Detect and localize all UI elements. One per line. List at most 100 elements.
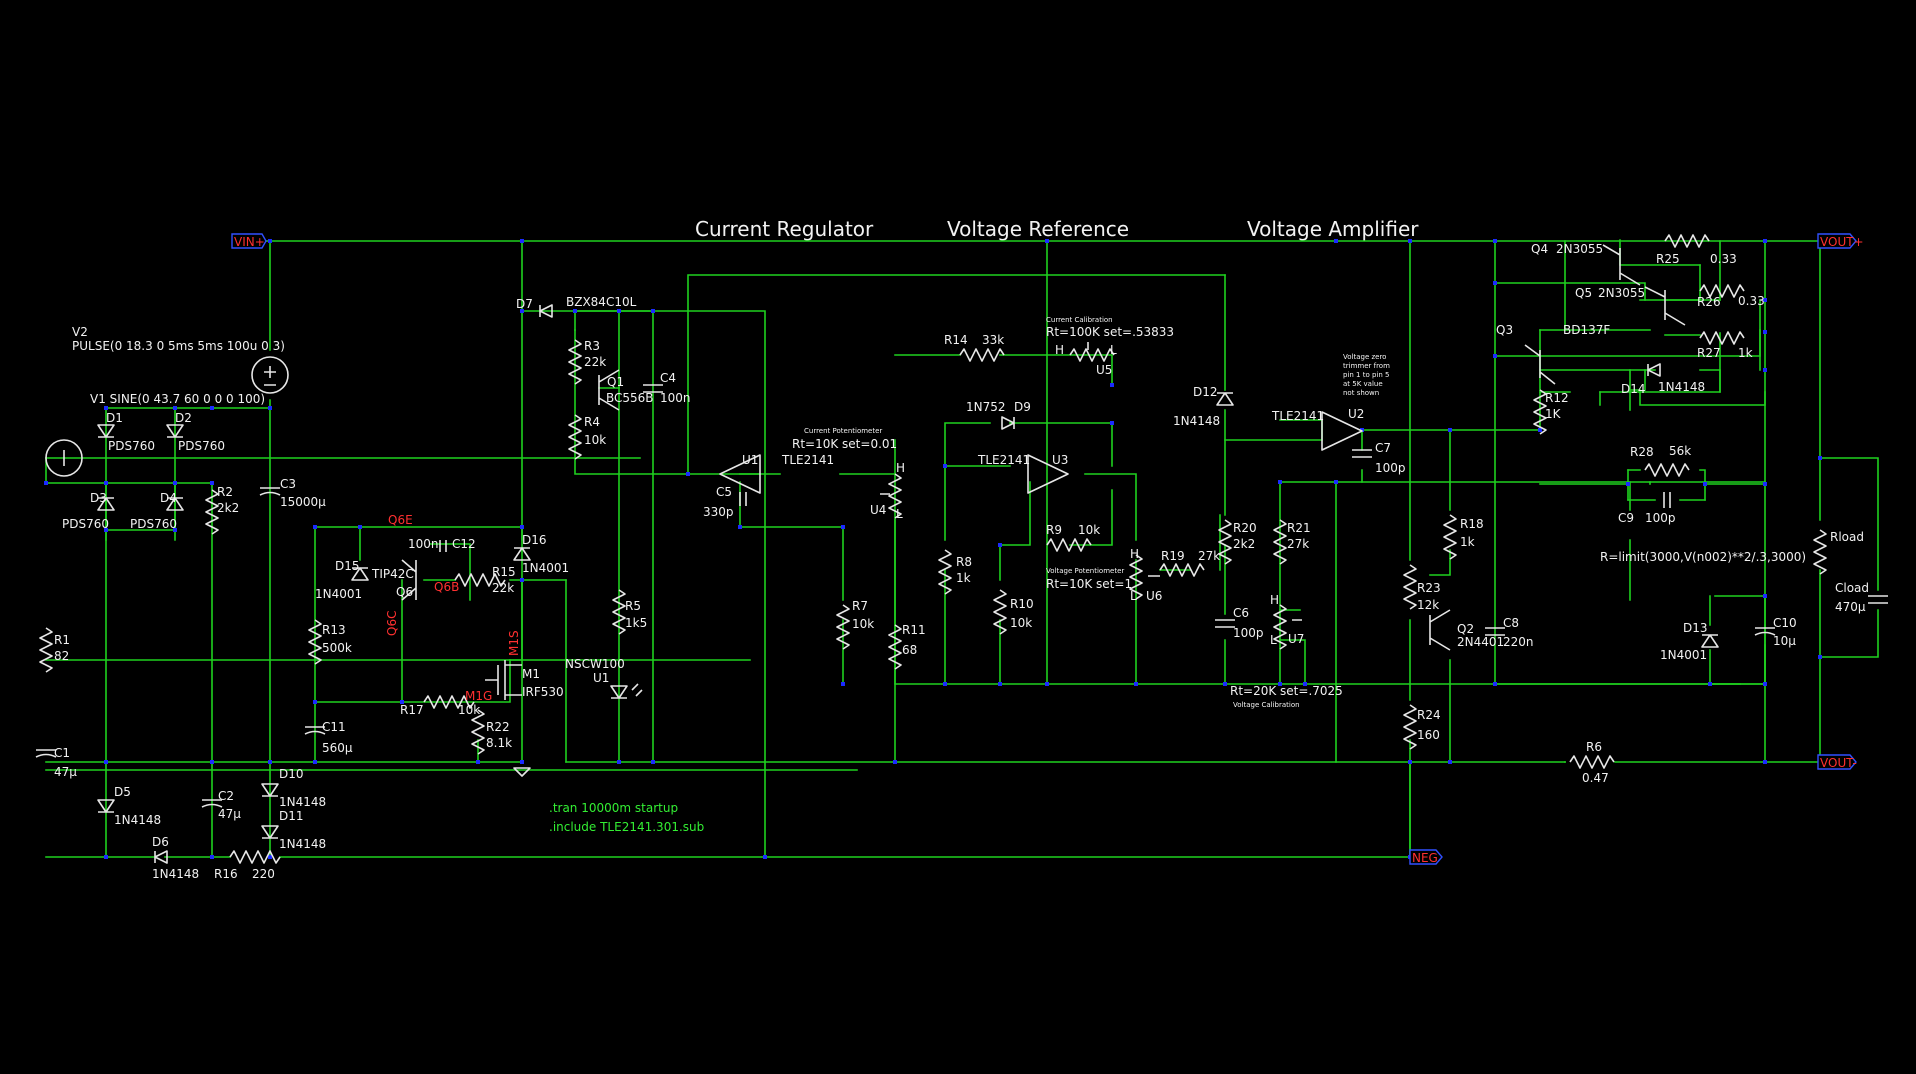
svg-text:at 5K value: at 5K value [1343,380,1383,388]
svg-text:D15: D15 [335,559,360,573]
svg-text:2k2: 2k2 [217,501,239,515]
svg-text:2k2: 2k2 [1233,537,1255,551]
svg-text:U5: U5 [1096,363,1112,377]
svg-text:R28: R28 [1630,445,1654,459]
svg-text:TLE2141: TLE2141 [1271,409,1324,423]
svg-text:22k: 22k [584,355,606,369]
r16-resistor-icon [229,850,281,864]
svg-text:D5: D5 [114,785,131,799]
svg-text:BZX84C10L: BZX84C10L [566,295,637,309]
svg-text:0.47: 0.47 [1582,771,1609,785]
svg-text:pin 1 to pin 5: pin 1 to pin 5 [1343,371,1389,379]
svg-text:L: L [1130,589,1137,603]
c10-capacitor-icon [1754,627,1776,636]
q1-transistor-icon [598,369,620,411]
r25-resistor-icon [1664,234,1710,248]
svg-text:2N4401: 2N4401 [1457,635,1504,649]
svg-text:8.1k: 8.1k [486,736,512,750]
r12-resistor-icon [1533,389,1547,435]
svg-text:10k: 10k [852,617,874,631]
svg-text:C2: C2 [218,789,234,803]
v2-name: V2 [72,325,88,339]
svg-text:27k: 27k [1198,549,1220,563]
svg-text:47µ: 47µ [54,765,77,779]
svg-text:10k: 10k [1078,523,1100,537]
u4-potentiometer-icon [880,473,902,519]
svg-text:BD137F: BD137F [1563,323,1610,337]
svg-text:100p: 100p [1375,461,1406,475]
svg-text:VIN+: VIN+ [234,235,265,249]
svg-text:R23: R23 [1417,581,1441,595]
svg-text:Q3: Q3 [1496,323,1513,337]
d9-zener-icon [1001,416,1015,430]
r19-resistor-icon [1159,563,1205,577]
r13-resistor-icon [308,619,322,665]
r14-resistor-icon [959,348,1005,362]
svg-text:1N4148: 1N4148 [152,867,199,881]
u5-potentiometer-icon [1069,342,1115,362]
c9-capacitor-icon [1663,492,1671,508]
r23-resistor-icon [1403,564,1417,610]
svg-text:D4: D4 [160,491,177,505]
svg-text:Rt=10K set=0.01: Rt=10K set=0.01 [792,437,897,451]
d4-diode-icon [166,497,184,511]
svg-text:R27: R27 [1697,346,1721,360]
svg-text:100n: 100n [660,391,691,405]
svg-text:R5: R5 [625,599,641,613]
svg-text:R9: R9 [1046,523,1062,537]
svg-text:C11: C11 [322,720,346,734]
svg-text:Q6C: Q6C [385,611,399,636]
svg-text:1N4001: 1N4001 [1660,648,1707,662]
r24-resistor-icon [1403,704,1417,750]
svg-text:1K: 1K [1545,407,1562,421]
svg-text:H: H [1130,547,1139,561]
svg-text:R20: R20 [1233,521,1257,535]
c3-capacitor-icon [259,487,281,496]
svg-text:2N3055: 2N3055 [1598,286,1645,300]
svg-text:C5: C5 [716,485,732,499]
c6-capacitor-icon [1215,619,1235,628]
d7-zener-icon [539,304,553,318]
svg-text:NEG: NEG [1412,851,1438,865]
r15-resistor-icon [454,573,506,587]
svg-text:22k: 22k [492,581,514,595]
r10-resistor-icon [993,589,1007,635]
svg-text:R16: R16 [214,867,238,881]
svg-text:trimmer from: trimmer from [1343,362,1390,370]
svg-text:M1: M1 [522,667,540,681]
svg-text:R11: R11 [902,623,926,637]
svg-text:PDS760: PDS760 [130,517,177,531]
svg-text:VOUT-: VOUT- [1820,756,1857,770]
c5-capacitor-icon [739,492,747,506]
svg-text:R15: R15 [492,565,516,579]
svg-text:D16: D16 [522,533,547,547]
svg-text:R=limit(3000,V(n002)**2/.3,300: R=limit(3000,V(n002)**2/.3,3000) [1600,550,1806,564]
svg-text:VOUT+: VOUT+ [1820,235,1864,249]
svg-text:47µ: 47µ [218,807,241,821]
junctions [44,239,1822,859]
svg-text:330p: 330p [703,505,734,519]
svg-text:1k5: 1k5 [625,616,647,630]
svg-text:27k: 27k [1287,537,1309,551]
svg-text:Voltage zero: Voltage zero [1343,353,1386,361]
svg-text:10k: 10k [1010,616,1032,630]
svg-text:R14: R14 [944,333,968,347]
svg-text:0.33: 0.33 [1738,294,1765,308]
svg-text:C6: C6 [1233,606,1249,620]
component-symbols [35,234,1888,864]
svg-text:82: 82 [54,649,69,663]
c1-capacitor-icon [35,749,57,758]
r6-resistor-icon [1569,755,1615,769]
svg-text:1N4001: 1N4001 [315,587,362,601]
q6-transistor-icon [401,559,417,601]
svg-text:U6: U6 [1146,589,1162,603]
svg-text:PDS760: PDS760 [62,517,109,531]
r8-resistor-icon [938,549,952,595]
svg-text:R26: R26 [1697,295,1721,309]
svg-text:1N4148: 1N4148 [279,837,326,851]
svg-text:D3: D3 [90,491,107,505]
svg-text:Rload: Rload [1830,530,1864,544]
d6-diode-icon [154,850,168,864]
r7-resistor-icon [836,604,850,650]
u2-opamp-icon [1321,411,1363,451]
